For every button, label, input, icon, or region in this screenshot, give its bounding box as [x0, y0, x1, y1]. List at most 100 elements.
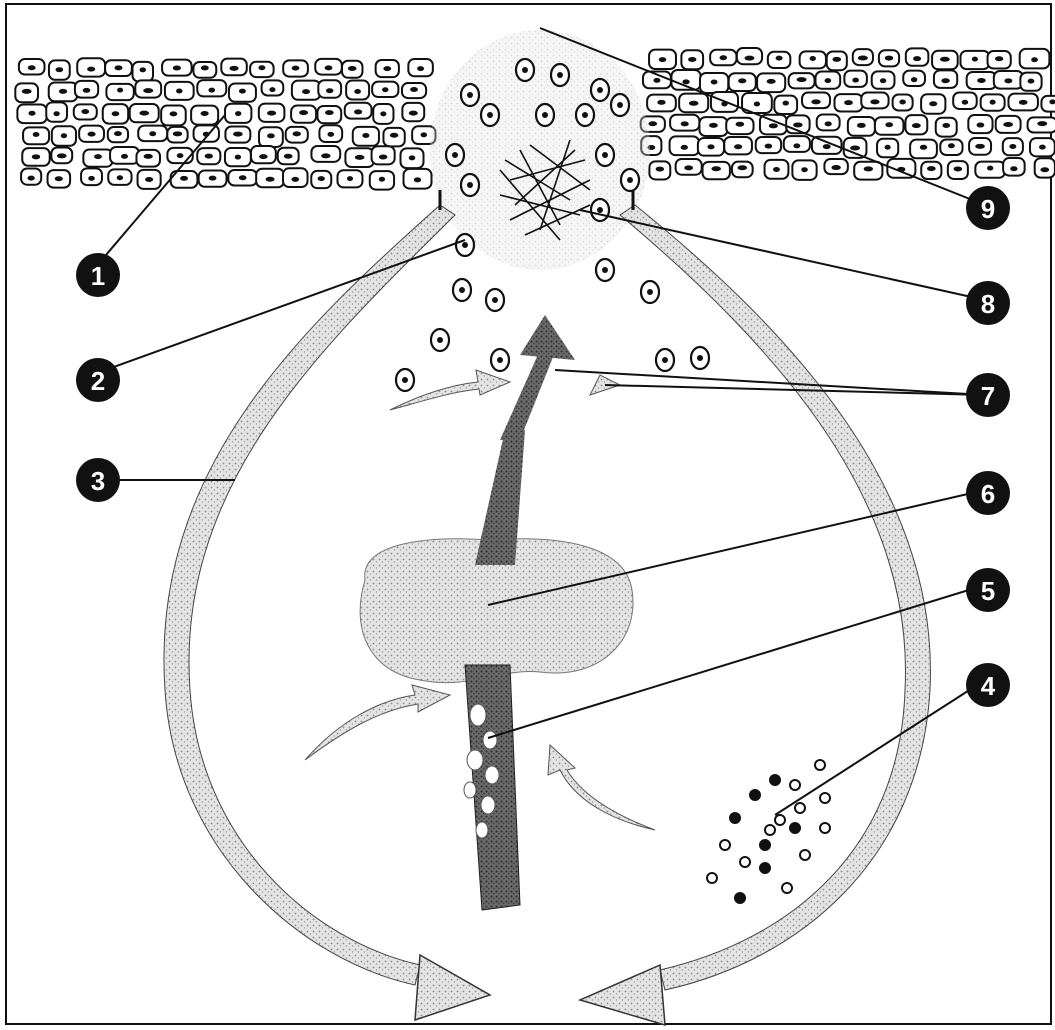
- epithelial-cell-nucleus: [28, 65, 36, 70]
- particle-dot: [782, 883, 792, 893]
- epithelial-cell-nucleus: [362, 133, 369, 138]
- particle-dot: [815, 760, 825, 770]
- epithelial-cell-nucleus: [390, 133, 398, 138]
- epithelial-cell-nucleus: [682, 79, 689, 84]
- particle-dot: [760, 840, 770, 850]
- epithelial-cell-nucleus: [972, 57, 978, 62]
- epithelial-cell-nucleus: [417, 66, 424, 71]
- particle-dot: [790, 823, 800, 833]
- wound-cell-nucleus: [542, 112, 548, 118]
- epithelial-cell-nucleus: [684, 165, 693, 170]
- particle-dot: [775, 815, 785, 825]
- epithelial-cell-nucleus: [321, 153, 330, 158]
- epithelial-cell-nucleus: [681, 121, 689, 126]
- epithelial-cell-nucleus: [383, 66, 391, 71]
- epithelial-cell-nucleus: [1003, 122, 1013, 127]
- epithelial-cell-nucleus: [975, 144, 985, 149]
- epithelial-cell-nucleus: [382, 87, 388, 92]
- epithelial-cell-nucleus: [1004, 78, 1012, 83]
- epithelial-cell-nucleus: [954, 166, 963, 171]
- epithelial-cell-nucleus: [688, 57, 696, 62]
- epithelial-cell-nucleus: [899, 100, 905, 105]
- epithelial-cell-nucleus: [738, 165, 747, 170]
- epithelial-cell-nucleus: [880, 78, 886, 83]
- epithelial-cell-nucleus: [173, 131, 182, 136]
- epithelial-cell-nucleus: [173, 65, 181, 70]
- epithelial-cell-nucleus: [325, 110, 334, 115]
- epithelial-cell-nucleus: [656, 167, 664, 172]
- epithelial-cell-nucleus: [170, 111, 178, 116]
- epithelial-cell-nucleus: [711, 79, 718, 84]
- epithelial-cell-nucleus: [801, 167, 808, 172]
- particle-dot: [707, 873, 717, 883]
- wound-cell-nucleus: [617, 102, 623, 108]
- callout-4: 4: [966, 663, 1010, 707]
- wound-cell-nucleus: [487, 112, 493, 118]
- epithelial-cell-nucleus: [54, 111, 60, 116]
- epithelial-cell-nucleus: [852, 78, 859, 83]
- epithelial-cell-nucleus: [177, 153, 184, 158]
- epithelial-cell-nucleus: [765, 144, 772, 149]
- epithelial-cell-nucleus: [857, 123, 866, 128]
- epithelial-cell-nucleus: [325, 65, 333, 70]
- epithelial-cell-nucleus: [844, 100, 853, 105]
- epithelial-cell-nucleus: [885, 122, 893, 127]
- epithelial-cell-nucleus: [409, 155, 416, 160]
- epithelial-cell-nucleus: [414, 177, 421, 182]
- epithelium-right: [641, 48, 1055, 180]
- epithelial-cell-nucleus: [284, 154, 293, 159]
- callout-8-text: 8: [981, 289, 995, 319]
- epithelial-cell-nucleus: [709, 123, 718, 128]
- epithelial-cell-nucleus: [885, 56, 893, 61]
- callout-9-text: 9: [981, 194, 995, 224]
- epithelial-cell-nucleus: [962, 100, 968, 105]
- wound-cell-nucleus: [602, 267, 608, 273]
- epithelial-cell-nucleus: [83, 88, 91, 93]
- epithelial-cell-nucleus: [258, 65, 265, 70]
- epithelial-cell-nucleus: [810, 56, 816, 61]
- epithelial-cell-nucleus: [121, 154, 128, 159]
- epithelial-cell-nucleus: [327, 132, 334, 137]
- epithelial-cell-nucleus: [94, 154, 102, 159]
- epithelial-cell-nucleus: [269, 87, 275, 92]
- callout-2: 2: [76, 358, 120, 402]
- epithelial-cell-nucleus: [920, 145, 927, 150]
- callout-1: 1: [76, 253, 120, 297]
- epithelial-cell-nucleus: [927, 166, 936, 171]
- epithelial-cell-nucleus: [995, 56, 1003, 61]
- epithelial-cell-nucleus: [977, 123, 985, 128]
- epithelial-cell-nucleus: [61, 133, 67, 138]
- wound-cell-nucleus: [582, 112, 588, 118]
- epithelial-cell-nucleus: [1040, 167, 1049, 172]
- wound-cell-nucleus: [462, 242, 468, 248]
- particle-dot: [720, 840, 730, 850]
- epithelial-cell-nucleus: [355, 155, 365, 160]
- particle-dot: [820, 823, 830, 833]
- wound-cell-nucleus: [497, 357, 503, 363]
- epithelial-cell-nucleus: [825, 78, 832, 83]
- epithelial-cell-nucleus: [948, 143, 955, 148]
- epithelial-cell-nucleus: [657, 100, 665, 105]
- epithelial-cell-nucleus: [144, 154, 153, 159]
- epithelial-cell-nucleus: [736, 122, 745, 127]
- epithelial-cell-nucleus: [783, 101, 789, 106]
- epithelial-cell-nucleus: [235, 111, 241, 116]
- epithelial-cell-nucleus: [292, 66, 300, 71]
- epithelial-cell-nucleus: [117, 175, 123, 180]
- epithelial-cell-nucleus: [1037, 121, 1047, 126]
- epithelial-cell-nucleus: [205, 154, 213, 159]
- epithelial-cell-nucleus: [143, 88, 153, 93]
- callout-3: 3: [76, 458, 120, 502]
- epithelial-cell-nucleus: [987, 166, 993, 171]
- callout-1-text: 1: [91, 261, 105, 291]
- wound-cell-nucleus: [557, 72, 563, 78]
- callout-3-text: 3: [91, 466, 105, 496]
- epithelial-cell-nucleus: [825, 121, 832, 126]
- epithelial-cell-nucleus: [267, 111, 276, 116]
- epithelial-cell-nucleus: [793, 122, 802, 127]
- epithelial-cell-nucleus: [140, 67, 146, 72]
- wound-cell-nucleus: [522, 67, 528, 73]
- epithelial-cell-nucleus: [81, 109, 89, 114]
- epithelial-cell-nucleus: [990, 100, 996, 105]
- loop-arrowhead-right: [580, 965, 665, 1025]
